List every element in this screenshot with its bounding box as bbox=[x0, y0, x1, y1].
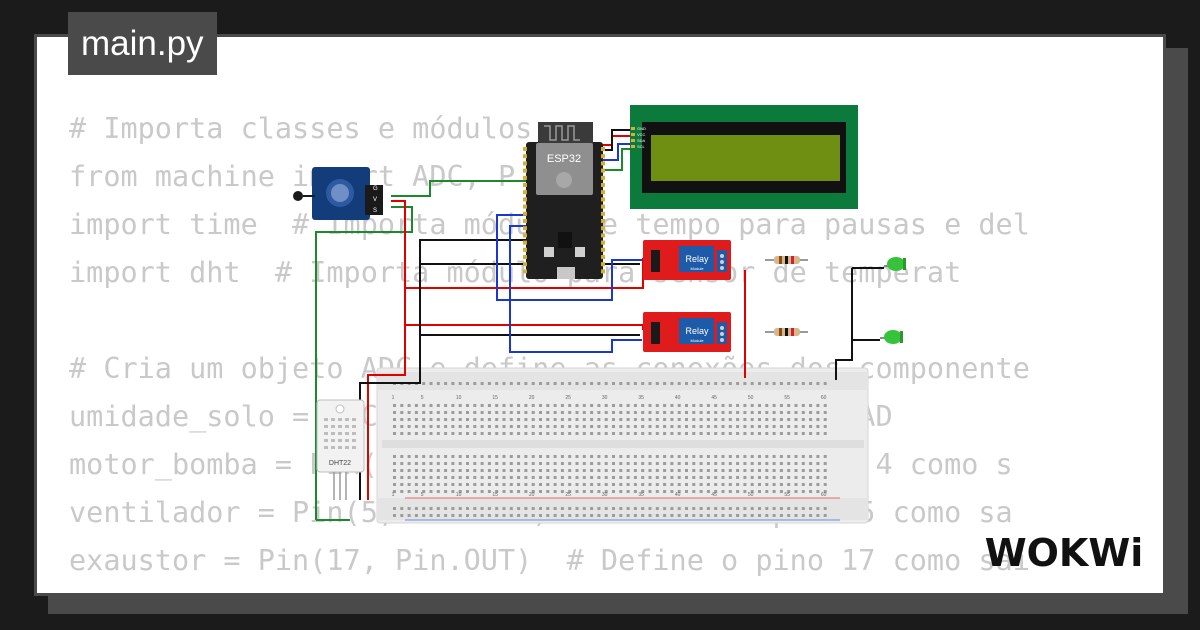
breadboard-col-number: 45 bbox=[711, 492, 717, 498]
breadboard-col-number: 50 bbox=[748, 395, 754, 401]
breadboard-holes bbox=[393, 382, 827, 517]
breadboard-col-number: 25 bbox=[565, 492, 571, 498]
breadboard-col-number: 5 bbox=[421, 395, 424, 401]
relay-label: Relay bbox=[685, 326, 709, 336]
resistor-2[interactable] bbox=[765, 328, 808, 336]
breadboard-col-number: 35 bbox=[638, 395, 644, 401]
breadboard[interactable]: 1155101015152020252530303535404045455050… bbox=[376, 367, 869, 524]
breadboard-col-number: 55 bbox=[784, 492, 790, 498]
breadboard-col-number: 30 bbox=[602, 395, 608, 401]
lcd-pin-label: VCC bbox=[637, 132, 646, 137]
filename-tab[interactable]: main.py bbox=[68, 12, 217, 75]
breadboard-col-number: 60 bbox=[821, 492, 827, 498]
sensor-pin-label: V bbox=[373, 197, 377, 203]
relay-module-2[interactable]: Relay Module bbox=[643, 312, 731, 352]
breadboard-col-number: 5 bbox=[421, 492, 424, 498]
dht22-sensor[interactable]: DHT22 bbox=[316, 399, 365, 500]
soil-moisture-sensor[interactable]: G V S bbox=[293, 167, 383, 220]
relay-sublabel: Module bbox=[690, 338, 704, 343]
breadboard-col-number: 15 bbox=[492, 492, 498, 498]
wokwi-logo-text: WOKWi bbox=[985, 531, 1144, 575]
lcd-pin-label: GND bbox=[637, 126, 646, 131]
sensor-pin-label: S bbox=[373, 208, 377, 214]
breadboard-col-number: 10 bbox=[456, 395, 462, 401]
lcd-pin-label: SDA bbox=[637, 138, 646, 143]
breadboard-col-number: 1 bbox=[392, 492, 395, 498]
breadboard-col-number: 40 bbox=[675, 492, 681, 498]
breadboard-col-number: 40 bbox=[675, 395, 681, 401]
breadboard-col-number: 25 bbox=[565, 395, 571, 401]
breadboard-col-number: 35 bbox=[638, 492, 644, 498]
breadboard-col-number: 45 bbox=[711, 395, 717, 401]
breadboard-col-number: 60 bbox=[821, 395, 827, 401]
relay-module-1[interactable]: Relay Module bbox=[643, 240, 731, 280]
breadboard-col-number: 30 bbox=[602, 492, 608, 498]
code-line: # Importa classes e módulos ne bbox=[69, 112, 584, 145]
led-1[interactable] bbox=[884, 257, 906, 271]
esp32-pins bbox=[523, 147, 605, 274]
relay-label: Relay bbox=[685, 254, 709, 264]
dht22-label: DHT22 bbox=[329, 460, 351, 467]
esp32-label: ESP32 bbox=[547, 153, 581, 165]
dht22-vents bbox=[324, 418, 356, 449]
breadboard-col-number: 55 bbox=[784, 395, 790, 401]
relay-sublabel: Module bbox=[690, 266, 704, 271]
breadboard-col-number: 20 bbox=[529, 395, 535, 401]
esp32-board[interactable]: ESP32 bbox=[523, 122, 605, 279]
led-2[interactable] bbox=[880, 330, 903, 344]
sensor-pin-label: G bbox=[373, 186, 378, 192]
code-line: dht_sensor = dht.DHT22(Pin(16)) # Cria u… bbox=[69, 585, 1030, 593]
breadboard-col-number: 10 bbox=[456, 492, 462, 498]
code-line: exaustor = Pin(17, Pin.OUT) # Define o p… bbox=[69, 544, 1030, 577]
wokwi-logo[interactable]: WOKWi bbox=[980, 526, 1150, 578]
breadboard-col-number: 1 bbox=[392, 395, 395, 401]
breadboard-col-number: 15 bbox=[492, 395, 498, 401]
breadboard-col-number: 50 bbox=[748, 492, 754, 498]
breadboard-col-number: 20 bbox=[529, 492, 535, 498]
lcd-pin-label: SCL bbox=[637, 144, 646, 149]
breadboard-column-numbers: 1155101015152020252530303535404045455050… bbox=[392, 395, 827, 498]
resistor-1[interactable] bbox=[765, 256, 808, 264]
